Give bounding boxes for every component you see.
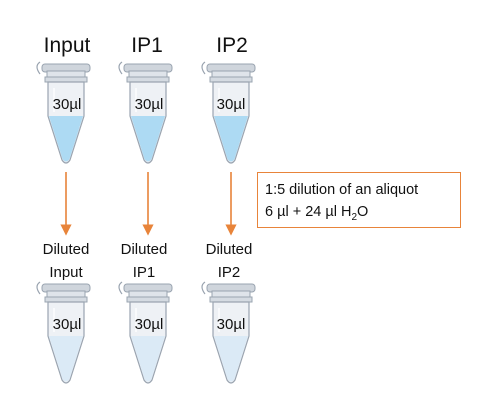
dilution-note-line1: 1:5 dilution of an aliquot — [265, 182, 419, 198]
tube-bottom-ip1 — [118, 281, 173, 384]
diluted-label-input-line2: Input — [49, 264, 83, 281]
water-suffix: O — [357, 204, 369, 220]
sample-title-input: Input — [43, 34, 91, 57]
volume-label-top-ip2: 30µl — [216, 96, 246, 113]
volume-label-bottom-ip1: 30µl — [134, 316, 164, 333]
tube-top-ip2 — [201, 61, 256, 164]
dilution-note-amounts: 6 µl + 24 µl H — [265, 204, 352, 220]
volume-label-top-input: 30µl — [52, 96, 82, 113]
dilution-note-box: 1:5 dilution of an aliquot 6 µl + 24 µl … — [257, 172, 461, 228]
tube-bottom-ip2 — [201, 281, 256, 384]
diluted-label-ip2-line1: Diluted — [205, 241, 253, 258]
diluted-label-ip1-line2: IP1 — [132, 264, 156, 281]
diluted-label-ip2-line2: IP2 — [217, 264, 241, 281]
volume-label-bottom-input: 30µl — [52, 316, 82, 333]
diluted-label-ip1-line1: Diluted — [120, 241, 168, 258]
tube-top-input — [36, 61, 91, 164]
sample-title-ip2: IP2 — [216, 34, 248, 57]
tube-top-ip1 — [118, 61, 173, 164]
diluted-label-input-line1: Diluted — [42, 241, 90, 258]
volume-label-bottom-ip2: 30µl — [216, 316, 246, 333]
sample-title-ip1: IP1 — [131, 34, 163, 57]
water-subscript: 2 — [351, 211, 357, 223]
dilution-note-line2: 6 µl + 24 µl H2O — [265, 201, 460, 223]
volume-label-top-ip1: 30µl — [134, 96, 164, 113]
tube-bottom-input — [36, 281, 91, 384]
